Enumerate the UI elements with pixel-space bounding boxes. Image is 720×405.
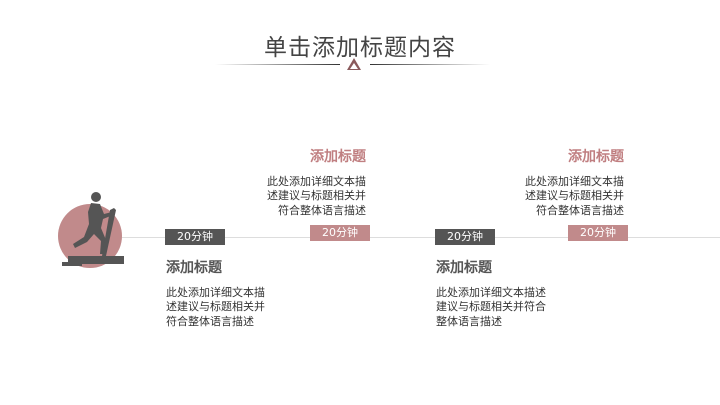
timeline-item-3: 添加标题 此处添加详细文本描述 建议与标题相关并符合 整体语言描述 [436,261,566,329]
item-line: 述建议与标题相关并 [525,189,624,202]
duration-tag-2: 20分钟 [310,225,370,241]
timeline-item-4: 添加标题 此处添加详细文本描 述建议与标题相关并 符合整体语言描述 [494,150,624,218]
item-heading: 添加标题 [310,149,366,165]
title-divider-right [370,64,490,65]
item-line: 述建议与标题相关并 [267,189,366,202]
slide-title: 单击添加标题内容 [264,35,456,61]
item-line: 此处添加详细文本描 [525,174,624,188]
item-line: 建议与标题相关并符合 [436,300,546,313]
item-heading: 添加标题 [436,260,492,276]
item-line: 此处添加详细文本描 [267,174,366,188]
duration-tag-1: 20分钟 [165,229,225,245]
item-heading: 添加标题 [166,260,222,276]
treadmill-runner-icon [62,192,124,266]
item-line: 整体语言描述 [436,314,502,328]
item-line: 符合整体语言描述 [536,203,624,217]
item-line: 此处添加详细文本描述 [436,285,546,299]
item-line: 符合整体语言描述 [166,314,254,328]
timeline-axis [100,237,720,238]
item-line: 此处添加详细文本描 [166,285,265,299]
duration-tag-3: 20分钟 [435,229,495,245]
item-line: 符合整体语言描述 [278,203,366,217]
title-divider-left [215,64,340,65]
timeline-item-2: 添加标题 此处添加详细文本描 述建议与标题相关并 符合整体语言描述 [236,150,366,218]
item-line: 述建议与标题相关并 [166,300,265,313]
duration-tag-4: 20分钟 [568,225,628,241]
item-heading: 添加标题 [568,149,624,165]
triangle-icon-inner [350,63,358,69]
timeline-item-1: 添加标题 此处添加详细文本描 述建议与标题相关并 符合整体语言描述 [166,261,296,329]
